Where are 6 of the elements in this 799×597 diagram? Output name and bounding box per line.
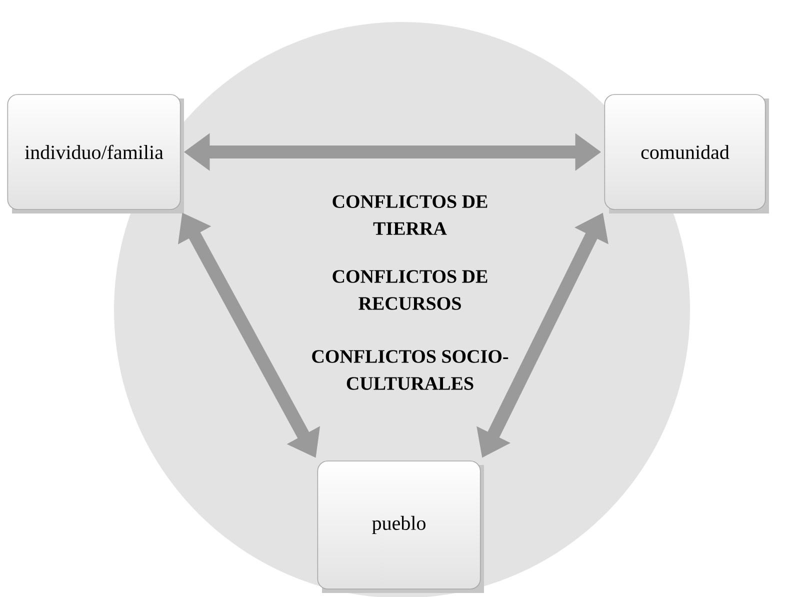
rounded-box: pueblo: [317, 460, 484, 593]
conflict-label: CONFLICTOS DE RECURSOS: [332, 270, 488, 310]
conflict-label: CONFLICTOS DE TIERRA: [332, 195, 488, 235]
rounded-box: comunidad: [604, 94, 769, 214]
conflict-label: CONFLICTOS SOCIO-CULTURALES: [312, 350, 508, 390]
rounded-box: individuo/familia: [7, 94, 184, 214]
